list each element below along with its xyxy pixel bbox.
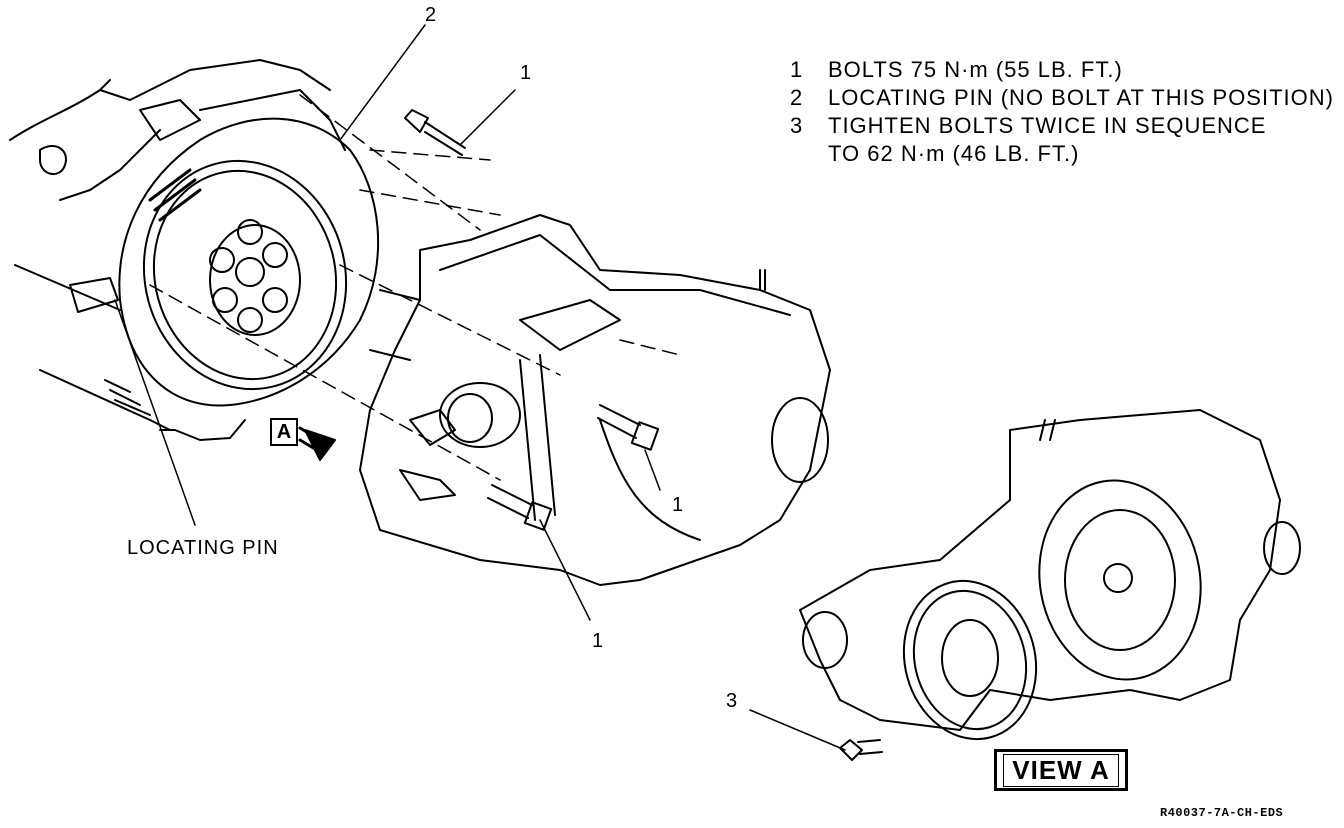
callout-1-middle: 1 (672, 494, 684, 516)
locating-pin-label: LOCATING PIN (127, 537, 279, 559)
legend-item-3: 3 TIGHTEN BOLTS TWICE IN SEQUENCE (790, 112, 1334, 140)
legend-text: BOLTS 75 N·m (55 LB. FT.) (828, 57, 1123, 82)
flexplate (142, 159, 348, 391)
alignment-lines (149, 94, 681, 481)
view-a-transaxle (799, 409, 1301, 741)
callout-3: 3 (726, 690, 738, 712)
legend-item-2: 2 LOCATING PIN (NO BOLT AT THIS POSITION… (790, 84, 1334, 112)
bolt-top (404, 109, 466, 156)
legend-item-3-continued: TO 62 N·m (46 LB. FT.) (790, 140, 1334, 168)
legend-item-1: 1 BOLTS 75 N·m (55 LB. FT.) (790, 56, 1334, 84)
legend-text: TIGHTEN BOLTS TWICE IN SEQUENCE (828, 113, 1267, 138)
adapter-plate (118, 89, 380, 407)
legend-text: LOCATING PIN (NO BOLT AT THIS POSITION) (828, 85, 1334, 110)
legend-num: 1 (790, 57, 804, 82)
legend-num: 3 (790, 113, 804, 138)
view-a-label-box: VIEW A (994, 749, 1128, 791)
bolt-middle (597, 404, 660, 451)
bolt-view-a (839, 739, 883, 761)
transaxle (359, 214, 831, 586)
callout-1-lower: 1 (592, 630, 604, 652)
leader-lines (114, 24, 846, 751)
view-a-marker: A (270, 418, 298, 446)
callout-1-top: 1 (520, 62, 532, 84)
view-arrow (298, 426, 336, 461)
engine-block (9, 59, 331, 441)
view-a-label: VIEW A (1003, 753, 1119, 787)
bolt-lower (487, 484, 553, 531)
legend: 1 BOLTS 75 N·m (55 LB. FT.) 2 LOCATING P… (790, 56, 1334, 168)
legend-num: 2 (790, 85, 804, 110)
reference-code: R40037-7A-CH-EDS (1160, 806, 1284, 820)
legend-text: TO 62 N·m (46 LB. FT.) (828, 141, 1080, 166)
callout-2: 2 (425, 4, 437, 26)
